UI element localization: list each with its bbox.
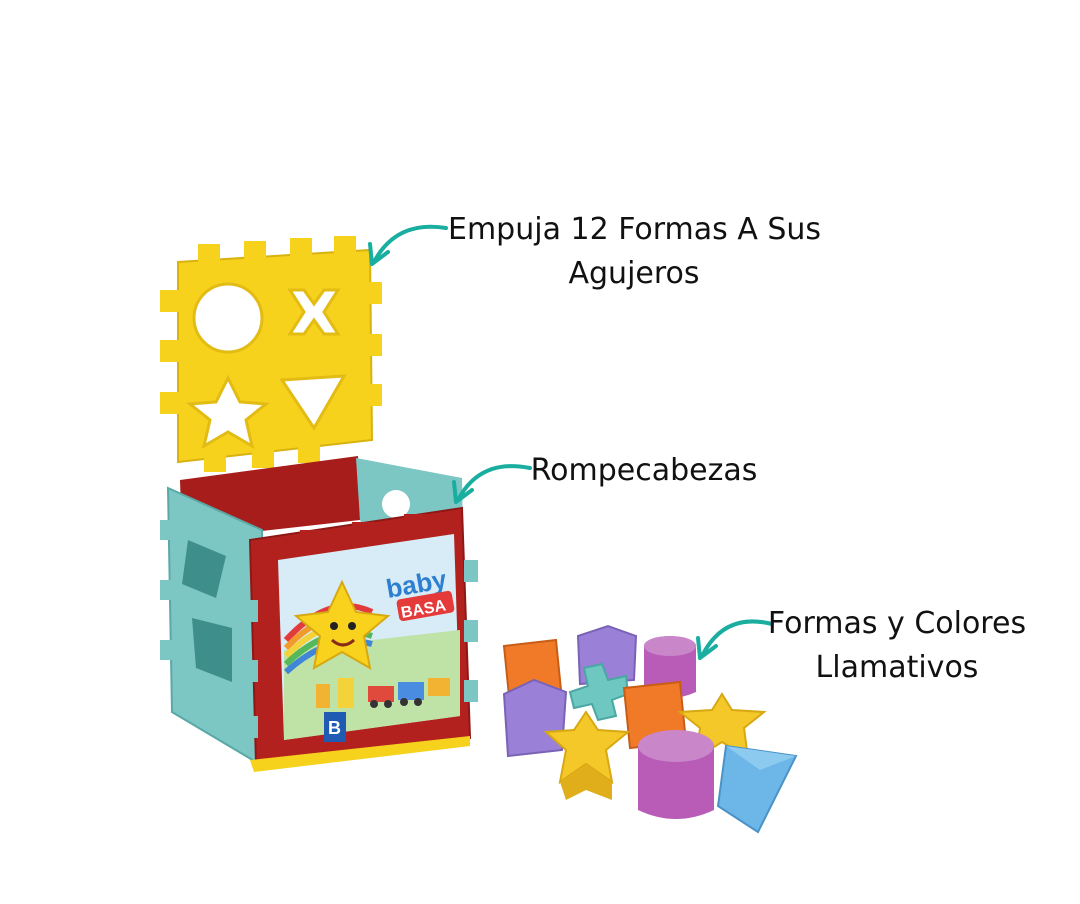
arrowhead-icon bbox=[368, 242, 390, 266]
callout-push-shapes-line2: Agujeros bbox=[568, 256, 700, 291]
callout-push-shapes: Empuja 12 Formas A Sus Agujeros bbox=[448, 208, 822, 296]
callout-shapes-colors-line2: Llamativos bbox=[815, 650, 979, 685]
cube-body: baby BASA B bbox=[160, 456, 478, 772]
shape-blocks bbox=[502, 624, 798, 834]
brand-badge: B bbox=[328, 718, 341, 738]
arrow-icon bbox=[700, 619, 774, 658]
callout-arrows bbox=[368, 224, 774, 660]
callout-shapes-colors-line1: Formas y Colores bbox=[767, 606, 1027, 641]
arrowhead-icon bbox=[696, 636, 718, 660]
arrowhead-icon bbox=[452, 480, 474, 504]
star-mascot bbox=[293, 579, 391, 670]
callout-puzzle: Rompecabezas bbox=[530, 449, 758, 493]
arrow-icon bbox=[372, 224, 448, 264]
callout-push-shapes-line1: Empuja 12 Formas A Sus bbox=[448, 212, 822, 247]
yellow-lid bbox=[160, 236, 382, 472]
callout-shapes-colors: Formas y Colores Llamativos bbox=[766, 602, 1028, 690]
arrow-icon bbox=[456, 464, 532, 502]
callout-puzzle-label: Rompecabezas bbox=[530, 453, 758, 488]
